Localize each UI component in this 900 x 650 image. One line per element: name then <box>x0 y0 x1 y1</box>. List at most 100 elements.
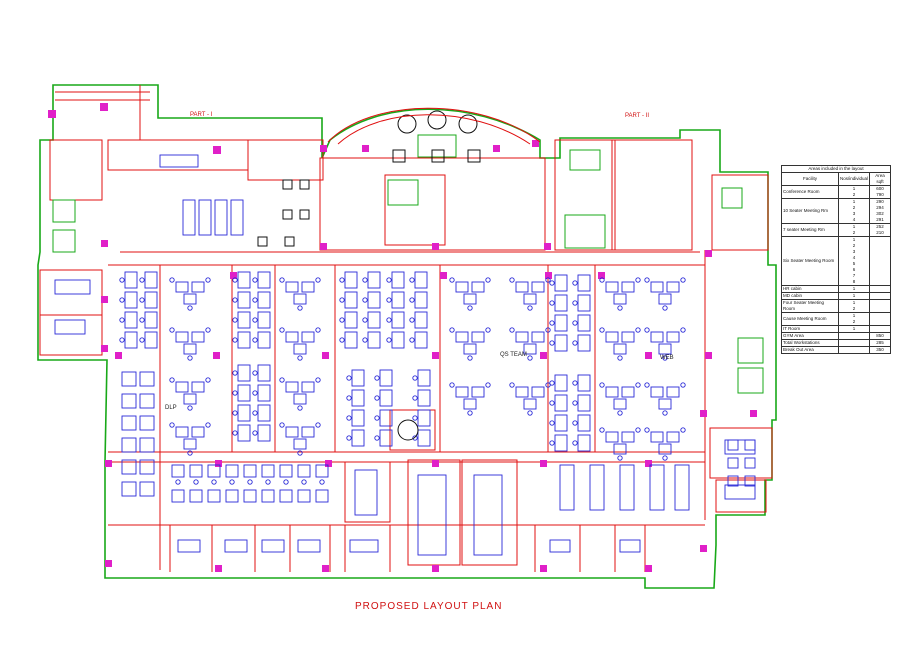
workstation-desk <box>121 371 137 387</box>
area-cell: 285 <box>869 339 891 347</box>
workstation-desk <box>417 389 431 407</box>
workstation-desk <box>121 481 137 497</box>
workstation-desk <box>367 311 381 329</box>
chair <box>362 277 368 283</box>
workstation-desk <box>417 409 431 427</box>
meeting-table <box>724 484 756 500</box>
workstation-desk <box>379 389 393 407</box>
workstation-desk <box>237 364 251 382</box>
area-table: Areas included in the layout Facility No… <box>780 165 891 354</box>
nos-cell: 1 <box>838 292 871 300</box>
pod-desk <box>650 431 664 443</box>
chair <box>119 297 125 303</box>
conference-table <box>354 469 378 516</box>
facility-cell: Six Seater Meeting Room <box>780 236 840 286</box>
chair <box>449 277 455 283</box>
meeting-table <box>349 539 379 553</box>
chair <box>449 327 455 333</box>
chair <box>545 327 551 333</box>
pod-desk <box>301 426 315 438</box>
workstation-desk <box>367 271 381 289</box>
facility-cell: Four Seater Meeting Room <box>780 299 840 313</box>
chair <box>549 420 555 426</box>
meeting-table <box>619 539 641 553</box>
pod-desk <box>285 281 299 293</box>
chair <box>283 479 289 485</box>
chair <box>527 410 533 416</box>
chair <box>279 327 285 333</box>
chair <box>279 422 285 428</box>
chair <box>252 297 258 303</box>
chair <box>205 327 211 333</box>
canopy <box>327 107 541 145</box>
workstation-desk <box>649 464 665 511</box>
pod-desk <box>613 398 627 410</box>
workstation-desk <box>727 475 739 487</box>
chair <box>644 277 650 283</box>
chair <box>252 317 258 323</box>
chair <box>279 377 285 383</box>
pod-desk <box>666 431 680 443</box>
pod-desk <box>613 443 627 455</box>
pod-desk <box>261 464 275 478</box>
chair <box>644 382 650 388</box>
pod-desk <box>515 386 529 398</box>
workstation-desk <box>554 434 568 452</box>
workstation-desk <box>257 384 271 402</box>
workstation-desk <box>577 294 591 312</box>
chair <box>232 390 238 396</box>
chair <box>346 435 352 441</box>
workstation-desk <box>391 331 405 349</box>
pod-desk <box>171 489 185 503</box>
workstation-desk <box>139 415 155 431</box>
pod-desk <box>183 343 197 355</box>
chair <box>297 305 303 311</box>
pod-desk <box>605 431 619 443</box>
pod-desk <box>207 489 221 503</box>
workstation-desk <box>257 311 271 329</box>
chair <box>346 415 352 421</box>
chair <box>232 410 238 416</box>
chair <box>211 479 217 485</box>
chair <box>169 422 175 428</box>
chair <box>409 297 415 303</box>
workstation-desk <box>619 464 635 511</box>
meeting-table <box>261 539 285 553</box>
chair <box>635 382 641 388</box>
pod-desk <box>658 343 672 355</box>
workstation-desk <box>124 291 138 309</box>
chair <box>549 340 555 346</box>
area-table-caption: Areas included in the layout <box>781 165 891 173</box>
workstation-desk <box>237 424 251 442</box>
area-table-header: Facility <box>780 172 840 186</box>
chair <box>119 277 125 283</box>
chair <box>509 382 515 388</box>
pod-desk <box>293 293 307 305</box>
columns <box>48 103 757 572</box>
nos-cell: 1 <box>838 325 871 333</box>
workstation-desk <box>139 481 155 497</box>
workstation-desk <box>344 291 358 309</box>
chair <box>617 455 623 461</box>
workstation-desk <box>577 274 591 292</box>
workstation-desk <box>589 464 605 511</box>
pod-desk <box>455 331 469 343</box>
chair <box>229 479 235 485</box>
chair <box>297 450 303 456</box>
pod-desk <box>613 343 627 355</box>
chair <box>175 479 181 485</box>
pod-desk <box>463 343 477 355</box>
chair <box>549 280 555 286</box>
chair <box>169 327 175 333</box>
workstation-desk <box>257 404 271 422</box>
workstation-desk <box>367 291 381 309</box>
pod-desk <box>515 281 529 293</box>
chair <box>599 427 605 433</box>
chair <box>119 337 125 343</box>
pod-desk <box>183 393 197 405</box>
